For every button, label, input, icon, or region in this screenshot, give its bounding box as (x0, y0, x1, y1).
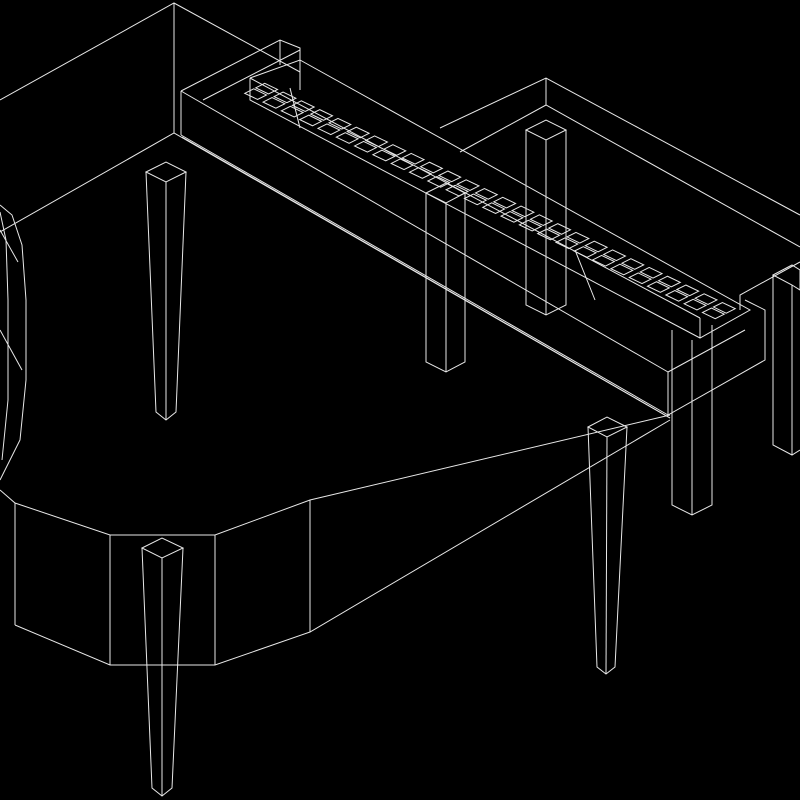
desk-top (0, 2, 671, 419)
column-right-back (771, 264, 800, 456)
tray-grid-cell (463, 193, 488, 206)
tray-grid-cell (335, 132, 360, 144)
tray-grid-cell (664, 289, 689, 302)
tray-grid-cell (419, 161, 444, 174)
column-right-front (671, 325, 713, 516)
tray-grid-cell (272, 91, 298, 104)
tray-grid-cell (675, 284, 700, 297)
tray-grid-cell (682, 298, 708, 311)
tray-grid-cell (584, 240, 609, 253)
leg-front-left (144, 161, 188, 421)
tray-grid-cell (408, 167, 433, 179)
tray-grid-cell (309, 109, 334, 121)
tray-grid-cell (547, 223, 572, 235)
tray-grid-cell (712, 301, 737, 314)
tray-grid-cell (602, 249, 627, 262)
tray-grid-cell (591, 254, 616, 267)
tray-grid-cell (390, 158, 415, 171)
tray-grid-cell (701, 307, 726, 320)
tray-grid-cell (518, 219, 543, 232)
tray-grid-cell (346, 126, 371, 139)
tray-grid-cell (291, 100, 316, 113)
desk-round-end (0, 204, 27, 481)
tray-grid-cell (353, 140, 378, 153)
tray-grid-cell (510, 205, 536, 218)
tray-grid-cell (455, 179, 481, 191)
tray-grid-cell (382, 144, 407, 156)
column-back (524, 119, 568, 316)
tray-grid-cell (437, 170, 462, 183)
tray-grid-cell (327, 117, 352, 130)
tray-grid-cell (254, 82, 279, 95)
column-middle (424, 182, 467, 373)
tray-grid-cell (426, 175, 451, 188)
tray-grid-cell (243, 88, 268, 101)
tray-grid-cell (573, 246, 598, 258)
tray-grid-cell (639, 266, 664, 279)
tray-grid-cell (474, 187, 499, 200)
tray-grid-cell (693, 293, 719, 305)
tray-grid-cell (628, 272, 653, 285)
tray-grid-cell (499, 211, 525, 223)
tray-grid-cell (298, 114, 323, 127)
leg-front-bottom (140, 537, 185, 797)
tray-grid-cell (646, 281, 671, 293)
tray-grid-cell (261, 97, 287, 109)
tray-grid-cell (565, 231, 590, 244)
tray-grid-cell (529, 214, 554, 227)
desk-front-band (0, 414, 671, 666)
tray-grid-cell (316, 123, 341, 136)
tray-grid-cell (492, 196, 517, 209)
tray-grid-cell (401, 152, 426, 165)
tray-grid-cell (609, 263, 634, 276)
leg-front-right (586, 416, 629, 675)
tray-grid-cell (536, 228, 561, 241)
shelf-end-right (667, 299, 766, 416)
tray-grid-cell (657, 275, 682, 288)
grid-tray (243, 59, 752, 339)
tray-grid-cell (620, 258, 645, 270)
tray-grid-cell (481, 202, 506, 215)
shelf-end-block (180, 39, 669, 416)
tray-grid-cell (280, 105, 305, 118)
tray-grid-cell (371, 149, 396, 162)
tray-grid-cell (364, 135, 389, 148)
tray-grid-cell (554, 237, 579, 250)
